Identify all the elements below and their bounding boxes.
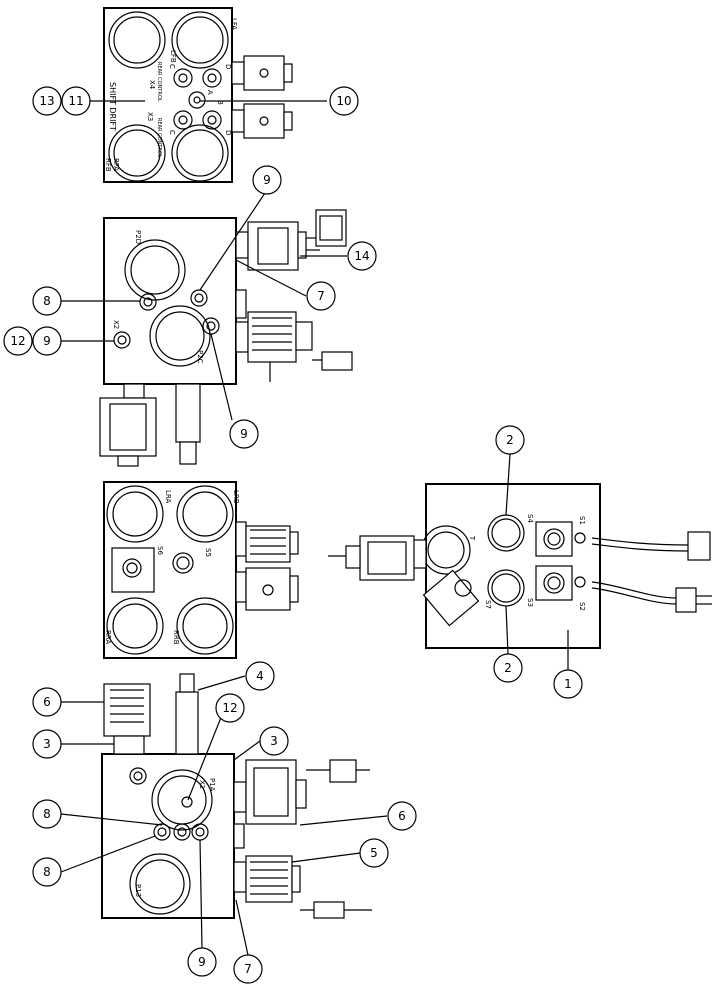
port-label-lfb: LFB <box>169 50 177 63</box>
manifold-block-p2: P2D X2 P2C <box>99 209 353 467</box>
port-label-s3: S3 <box>526 598 534 607</box>
callout-4-text: 4 <box>256 669 264 683</box>
callout-9-b: 9 <box>32 326 62 356</box>
callout-12-a: 12 <box>3 326 33 356</box>
callout-5: 5 <box>359 838 389 868</box>
callout-9-d: 9 <box>187 947 217 977</box>
port-label-b-top: B <box>216 100 224 105</box>
port-label-p13: P13 <box>134 884 142 897</box>
callout-9c-text: 9 <box>240 427 248 441</box>
callout-1-text: 1 <box>564 677 572 691</box>
callout-3-a: 3 <box>32 729 62 759</box>
callout-3a-text: 3 <box>43 737 51 751</box>
callout-9-a: 9 <box>252 165 282 195</box>
callout-2-a: 2 <box>495 425 525 455</box>
port-label-p2c: P2C <box>196 350 204 364</box>
port-label-shift-drift: SHIFT DRIFT <box>108 82 117 131</box>
callout-12-b: 12 <box>215 693 245 723</box>
port-label-c-top: C <box>168 64 176 69</box>
port-label-s4: S4 <box>526 514 534 523</box>
port-label-rfa: RFA <box>112 158 120 171</box>
callout-7a-text: 7 <box>317 289 325 303</box>
port-label-x4: X4 <box>148 80 156 90</box>
port-label-s6: S6 <box>156 546 164 555</box>
port-label-rfb: RFB <box>104 158 112 172</box>
callout-3-b: 3 <box>259 726 289 756</box>
callout-7b-text: 7 <box>244 962 252 976</box>
callout-2-b: 2 <box>493 653 523 683</box>
callout-6-b: 6 <box>387 801 417 831</box>
port-label-x2: X2 <box>112 320 120 329</box>
callout-7-b: 7 <box>233 954 263 984</box>
callout-9-c: 9 <box>229 419 259 449</box>
callout-4: 4 <box>245 661 275 691</box>
port-label-t: T <box>468 535 476 541</box>
manifold-block-shift-drift: LFA LFB RFB RFA SHIFT DRIFT X3 X4 C C D … <box>103 7 293 183</box>
leader-lines <box>60 100 569 956</box>
callout-11-text: 11 <box>68 94 83 108</box>
callout-8c-text: 8 <box>43 865 51 879</box>
port-label-p1a: P1A <box>208 778 216 792</box>
callout-9d-text: 9 <box>198 955 206 969</box>
callout-8-b: 8 <box>32 799 62 829</box>
port-label-lfa: LFA <box>230 18 238 30</box>
port-label-a-top: A <box>206 90 214 95</box>
callout-3b-text: 3 <box>270 734 278 748</box>
callout-14-text: 14 <box>354 249 369 263</box>
port-label-rear-control-bot: REAR CONTROL <box>156 118 162 158</box>
port-label-p2d: P2D <box>134 230 142 244</box>
callout-8b-text: 8 <box>43 807 51 821</box>
callout-9b-text: 9 <box>43 334 51 348</box>
port-label-s1: S1 <box>578 516 586 525</box>
port-label-lrb: LRB <box>232 490 240 504</box>
manifold-block-item-1: T S4 S1 S7 S3 S2 <box>328 483 712 649</box>
callout-13-text: 13 <box>39 94 54 108</box>
callout-14: 14 <box>347 241 377 271</box>
callout-10-text: 10 <box>336 94 351 108</box>
callout-6a-text: 6 <box>43 695 51 709</box>
callout-8-c: 8 <box>32 857 62 887</box>
callout-6b-text: 6 <box>398 809 406 823</box>
callout-6-a: 6 <box>32 687 62 717</box>
callout-9a-text: 9 <box>263 173 271 187</box>
port-label-rrb: RRB <box>172 630 180 645</box>
port-label-x1: X1 <box>198 780 206 789</box>
port-label-s2: S2 <box>578 602 586 611</box>
manifold-block-rear: LRA LRB RRA RRB S6 S5 <box>103 481 299 659</box>
manifold-block-p1: P1A X1 P13 <box>101 673 372 919</box>
callout-8a-text: 8 <box>43 294 51 308</box>
callouts: 13 11 10 9 14 8 7 12 9 9 2 2 1 6 4 12 3 … <box>3 86 583 984</box>
callout-2a-text: 2 <box>506 433 514 447</box>
port-label-s5: S5 <box>204 548 212 557</box>
port-label-rra: RRA <box>104 630 112 644</box>
port-label-rear-control-top: REAR CONTROL <box>156 62 162 102</box>
callout-8-a: 8 <box>32 286 62 316</box>
callout-12a-text: 12 <box>10 334 25 348</box>
port-label-c-bot: C <box>168 130 176 135</box>
callout-1: 1 <box>553 669 583 699</box>
port-label-d-top: D <box>224 64 232 69</box>
callout-11: 11 <box>61 86 91 116</box>
port-label-lra: LRA <box>164 490 172 503</box>
callout-12b-text: 12 <box>222 701 237 715</box>
callout-5-text: 5 <box>370 846 378 860</box>
callout-7-a: 7 <box>306 281 336 311</box>
callout-10: 10 <box>329 86 359 116</box>
port-label-s7: S7 <box>484 600 492 609</box>
port-label-x3: X3 <box>146 112 154 121</box>
callout-13: 13 <box>32 86 62 116</box>
callout-2b-text: 2 <box>504 661 512 675</box>
port-label-d-bot: D <box>224 130 232 135</box>
